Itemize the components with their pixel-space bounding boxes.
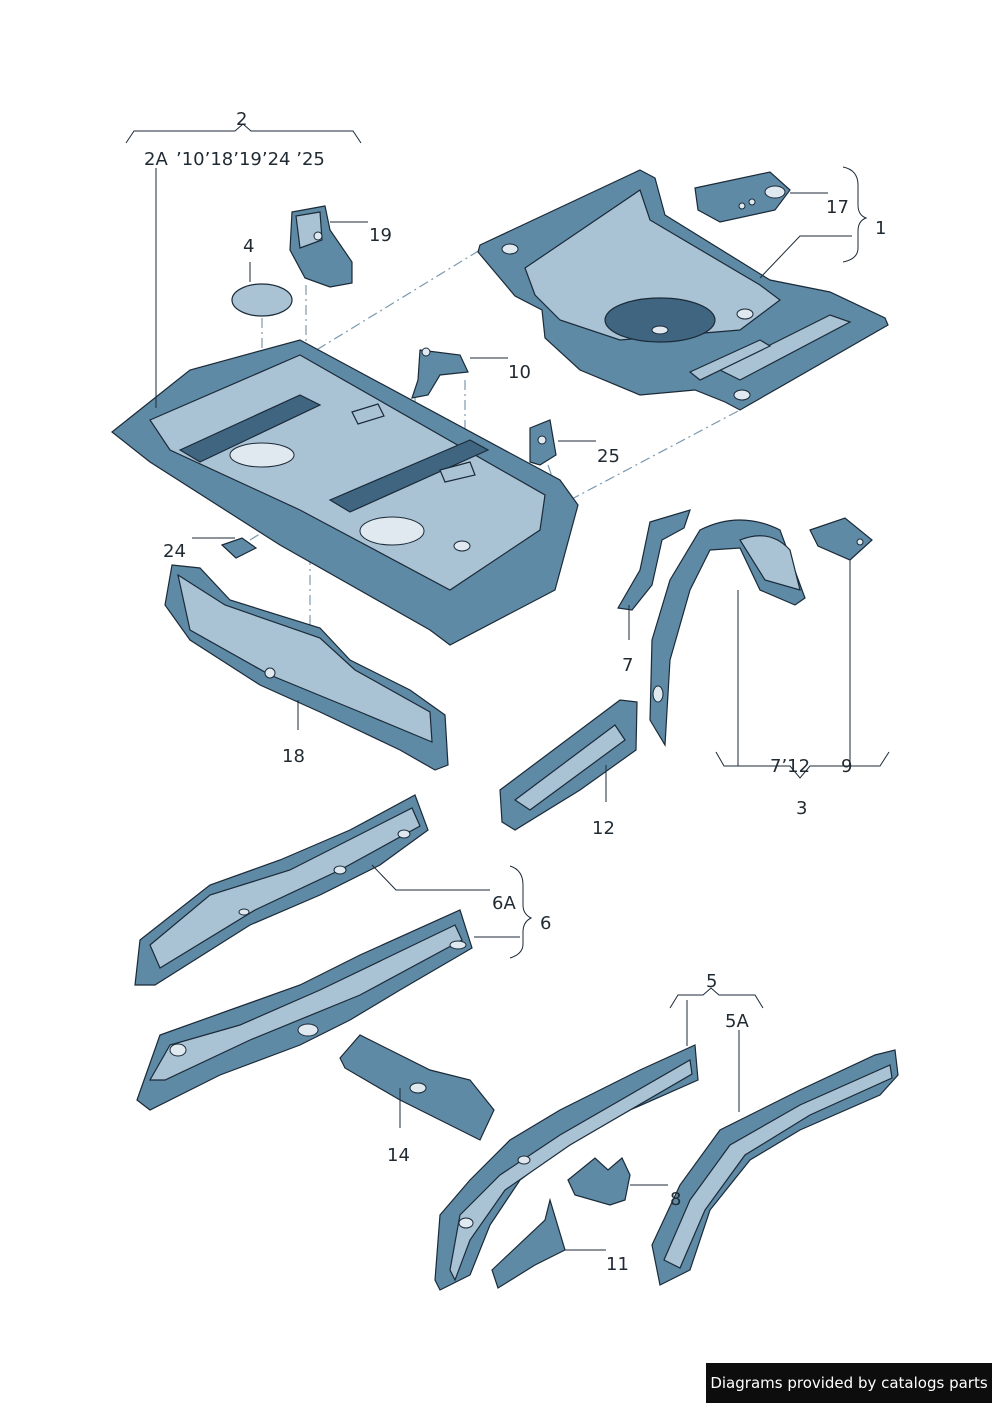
longitudinal-member-6A — [134, 794, 429, 986]
label-3: 3 — [796, 798, 808, 819]
wheel-housing-3 — [649, 519, 806, 747]
floor-plug-4 — [231, 283, 293, 317]
bracket-8 — [567, 1157, 631, 1206]
brace-group-6 — [509, 865, 533, 959]
bracket-11 — [491, 1197, 566, 1289]
bracket-group-2 — [125, 123, 362, 144]
label-5: 5 — [706, 971, 718, 992]
side-piece-7 — [617, 509, 691, 611]
brace-group-1 — [842, 166, 868, 263]
alignment-line — [299, 249, 481, 361]
label-8: 8 — [670, 1189, 682, 1210]
label-18: 18 — [282, 746, 305, 767]
label-2-components: ’10’18’19’24 ’25 — [176, 149, 325, 170]
label-25: 25 — [597, 446, 620, 467]
label-4: 4 — [243, 236, 255, 257]
bracket-9 — [809, 517, 873, 561]
bracket-19 — [289, 205, 353, 288]
credit-banner: Diagrams provided by catalogs parts — [706, 1363, 992, 1403]
alignment-line — [547, 464, 561, 501]
bracket-group-3 — [715, 751, 890, 779]
label-10: 10 — [508, 362, 531, 383]
cross-member-14 — [339, 1034, 495, 1141]
label-11: 11 — [606, 1254, 629, 1275]
bracket-10 — [411, 347, 469, 399]
label-12: 12 — [592, 818, 615, 839]
label-24: 24 — [163, 541, 186, 562]
longitudinal-member-6 — [136, 909, 473, 1111]
main-floor-assembly — [111, 339, 579, 646]
label-14: 14 — [387, 1145, 410, 1166]
label-6: 6 — [540, 913, 552, 934]
side-member-5 — [434, 1044, 699, 1291]
bracket-17 — [694, 171, 791, 223]
rear-floor-spare-wheel-well — [477, 169, 889, 411]
bracket-group-5 — [669, 987, 764, 1009]
leader-line-1 — [759, 235, 852, 279]
label-5A: 5A — [725, 1011, 749, 1032]
label-1: 1 — [875, 218, 887, 239]
side-member-12 — [499, 699, 638, 831]
label-7: 7 — [622, 655, 634, 676]
label-3-components: 7’12 — [770, 756, 811, 777]
alignment-line — [569, 409, 741, 501]
bracket-25 — [529, 419, 557, 466]
label-17: 17 — [826, 197, 849, 218]
label-19: 19 — [369, 225, 392, 246]
cross-member-18 — [164, 564, 449, 771]
label-6A: 6A — [492, 893, 516, 914]
clip-24 — [220, 537, 258, 559]
leader-line-6A — [371, 864, 490, 891]
label-2: 2 — [236, 109, 248, 130]
label-2A: 2A — [144, 149, 168, 170]
side-member-5A — [651, 1049, 899, 1286]
label-9: 9 — [841, 756, 853, 777]
